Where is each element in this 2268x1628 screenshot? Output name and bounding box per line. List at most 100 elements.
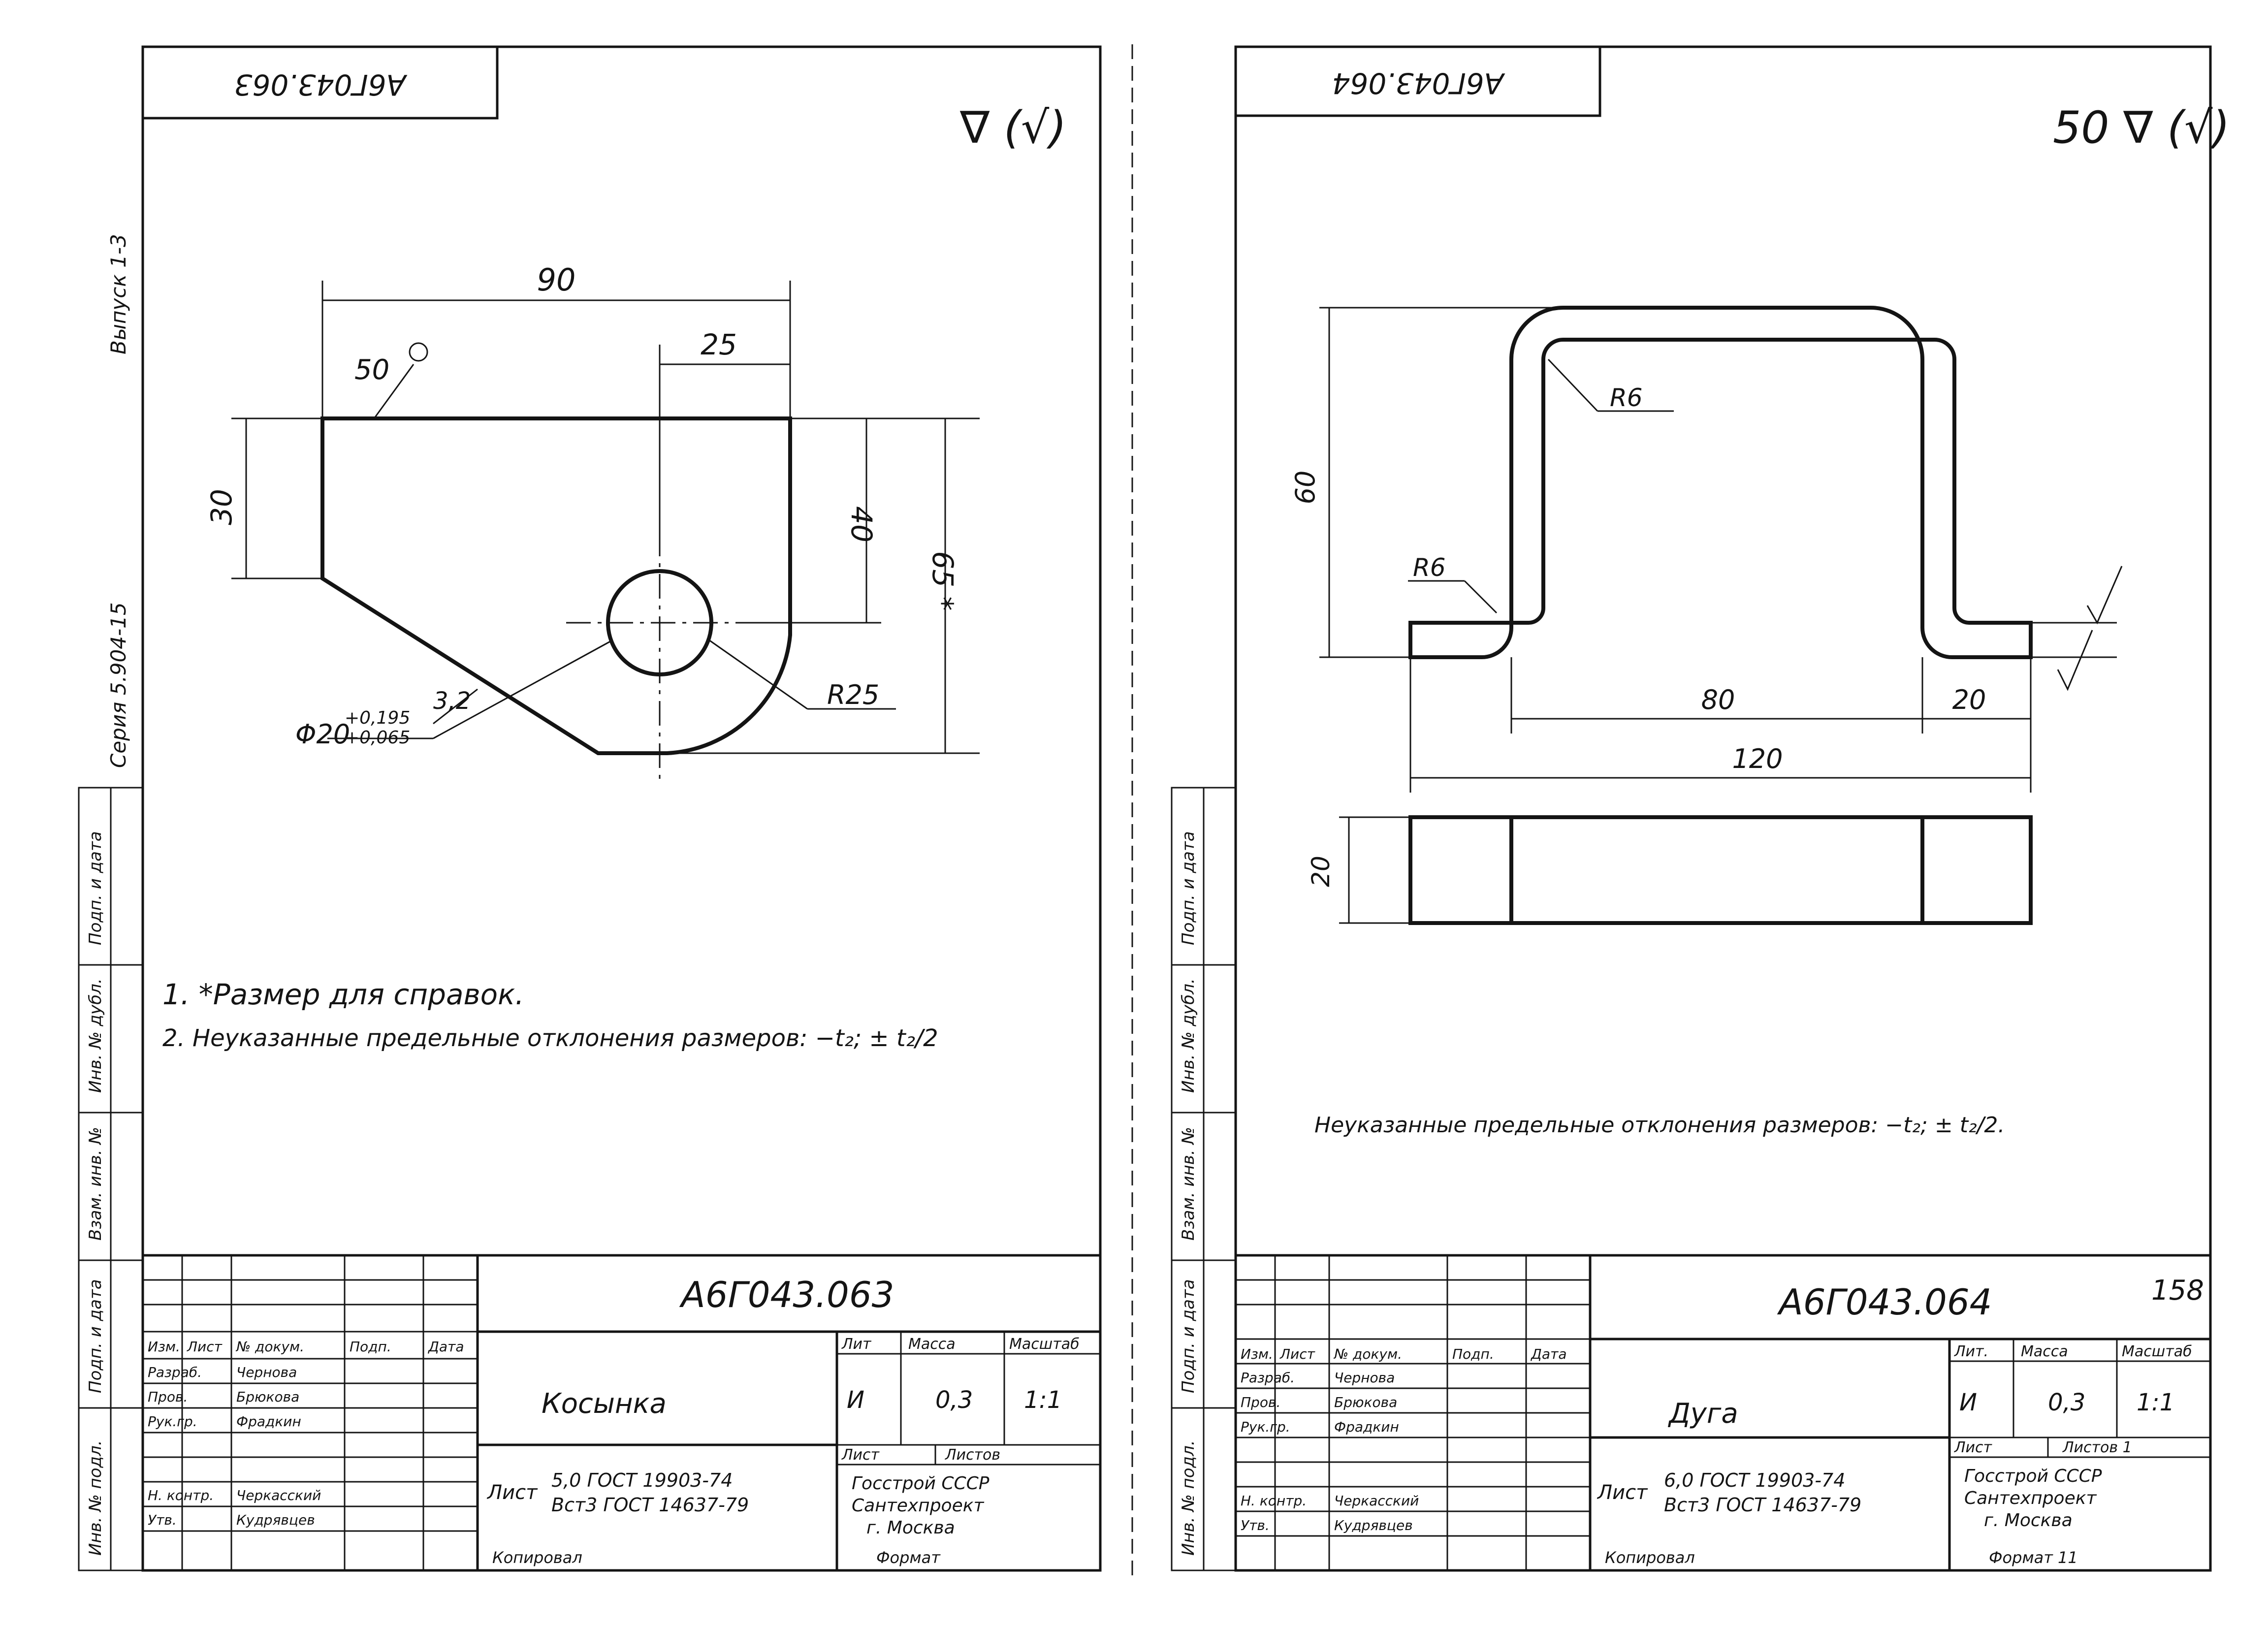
- left-tb-col-lit: Лит: [841, 1336, 872, 1353]
- right-tb-hdr-sign: Подп.: [1452, 1346, 1494, 1362]
- arc-part-plan: [1408, 815, 2033, 925]
- left-tb-role-1: Пров.: [148, 1389, 188, 1405]
- right-side-stamp: Подп. и дата Инв. № дубл. Взам. инв. № П…: [1171, 787, 1237, 1571]
- right-tb-copied: Копировал: [1605, 1548, 1695, 1567]
- left-side-issue: Выпуск 1-3: [106, 234, 130, 354]
- left-side-stamp-4: Инв. № подл.: [86, 1440, 105, 1556]
- left-tb-material-label: Лист: [486, 1481, 538, 1504]
- r6-top-text: R6: [1610, 383, 1643, 412]
- gusset-outline: [320, 416, 792, 755]
- hole-dia-tol-lower: +0,065: [345, 728, 410, 748]
- right-tb-name-0: Чернова: [1334, 1370, 1395, 1386]
- left-tb-org-1: Госстрой СССР: [852, 1473, 990, 1494]
- right-note: Неуказанные предельные отклонения размер…: [1314, 1113, 2005, 1138]
- left-tb-role-0: Разраб.: [148, 1364, 202, 1380]
- left-tb-material-2: Вст3 ГОСТ 14637-79: [551, 1494, 749, 1516]
- left-side-stamp-2: Взам. инв. №: [86, 1127, 105, 1241]
- right-tb-sheet: Лист: [1954, 1439, 1993, 1456]
- right-tb-org-2: Сантехпроект: [1964, 1488, 2097, 1508]
- right-tb-hdr-list: Лист: [1279, 1346, 1315, 1362]
- left-tb-hdr-sign: Подп.: [350, 1339, 391, 1355]
- surface-symbol-top: [2086, 566, 2123, 625]
- right-side-stamp-2: Взам. инв. №: [1179, 1127, 1198, 1241]
- right-tb-name-1: Брюкова: [1334, 1394, 1397, 1410]
- left-tb-material-1: 5,0 ГОСТ 19903-74: [551, 1469, 733, 1491]
- dim-25-text: 25: [701, 328, 737, 361]
- right-tb-hdr-izm: Изм.: [1241, 1346, 1273, 1362]
- left-tb-hdr-date: Дата: [427, 1339, 464, 1355]
- left-tb-name-1: Брюкова: [236, 1389, 299, 1405]
- right-tb-page-no: 158: [2151, 1275, 2204, 1307]
- right-roughness-mark: 50 ∇ (√): [2053, 102, 2230, 154]
- right-sheet: А6Г043.064 50 ∇ (√) Подп. и дата Инв. № …: [1171, 45, 2230, 1572]
- left-dimensions: 90 25 30 40 65 * 50 3,2: [205, 262, 980, 754]
- surface-symbol-bottom: [2057, 630, 2093, 691]
- chamfer-text: 3,2: [433, 687, 471, 715]
- right-side-stamp-0: Подп. и дата: [1179, 831, 1198, 945]
- left-tb-hdr-izm: Изм.: [148, 1339, 180, 1355]
- dim-90-text: 90: [537, 262, 576, 298]
- left-sheet: А6Г043.063 ∇ (√) Выпуск 1-3 Серия 5.904-…: [78, 45, 1102, 1572]
- left-tb-part-name: Косынка: [542, 1388, 667, 1420]
- left-title-block: Изм. Лист № докум. Подп. Дата Разраб. Пр…: [141, 1254, 1102, 1572]
- left-tb-col-mass: Масса: [908, 1336, 956, 1353]
- right-tb-sheets: Листов 1: [2062, 1439, 2132, 1456]
- left-tb-org-2: Сантехпроект: [852, 1496, 984, 1516]
- hole-dia-leader: [433, 639, 613, 739]
- radius-leader: [708, 639, 808, 710]
- left-note-2: 2. Неуказанные предельные отклонения раз…: [162, 1024, 938, 1052]
- right-side-stamp-3: Подп. и дата: [1179, 1279, 1198, 1393]
- left-top-stamp-box: [141, 45, 499, 120]
- r6-top-leader: [1547, 358, 1598, 412]
- radius-text: R25: [827, 679, 879, 710]
- dim-30-text: 30: [205, 489, 238, 525]
- dim-20-text: 20: [1952, 684, 1986, 715]
- surface-50-leader: [373, 364, 415, 419]
- left-tb-scale: 1:1: [1024, 1386, 1062, 1414]
- right-tb-hdr-doc: № докум.: [1333, 1346, 1402, 1362]
- right-tb-role-0: Разраб.: [1241, 1370, 1295, 1386]
- left-tb-role-4: Утв.: [148, 1512, 177, 1528]
- left-tb-role-2: Рук.гр.: [148, 1413, 197, 1430]
- right-sheet-frame: [1234, 45, 2212, 1572]
- hole-dia-text: Φ20: [295, 719, 350, 750]
- hole-dia-tol-upper: +0,195: [345, 708, 410, 728]
- r6-bottom-text: R6: [1413, 553, 1446, 582]
- right-top-stamp-code: А6Г043.064: [1332, 66, 1506, 100]
- arc-plan-outline: [1408, 815, 2033, 925]
- right-title-block: Изм. Лист № докум. Подп. Дата Разраб. Пр…: [1234, 1254, 2212, 1572]
- left-tb-role-3: Н. контр.: [148, 1487, 214, 1503]
- right-tb-org-1: Госстрой СССР: [1964, 1466, 2102, 1486]
- arc-part-front: [1408, 306, 2033, 659]
- dim-120-text: 120: [1732, 743, 1783, 774]
- left-tb-hdr-list: Лист: [187, 1339, 223, 1355]
- dim-40-text: 40: [845, 506, 878, 543]
- dim-65-text: 65 *: [926, 551, 959, 610]
- left-tb-name-4: Кудрявцев: [236, 1512, 315, 1528]
- left-side-stamp: Подп. и дата Инв. № дубл. Взам. инв. № П…: [78, 787, 144, 1571]
- left-side-series: Серия 5.904-15: [106, 602, 130, 768]
- left-tb-name-2: Фрадкин: [236, 1413, 301, 1430]
- right-tb-role-1: Пров.: [1241, 1394, 1280, 1410]
- surface-50-symbol: [409, 342, 428, 362]
- right-tb-name-4: Кудрявцев: [1334, 1517, 1413, 1533]
- arc-part-outline: [1408, 306, 2033, 659]
- left-tb-org-3: г. Москва: [866, 1518, 955, 1538]
- right-tb-designation: А6Г043.064: [1777, 1281, 1992, 1323]
- right-side-stamp-1: Инв. № дубл.: [1179, 978, 1198, 1093]
- dim-60-text: 60: [1290, 471, 1321, 505]
- left-side-stamp-1: Инв. № дубл.: [86, 978, 105, 1093]
- right-tb-lit: И: [1959, 1389, 1977, 1416]
- left-tb-hdr-doc: № докум.: [235, 1339, 304, 1355]
- left-side-stamp-0: Подп. и дата: [86, 831, 105, 945]
- right-tb-material-2: Вст3 ГОСТ 14637-79: [1664, 1494, 1861, 1516]
- right-tb-org-3: г. Москва: [1984, 1510, 2073, 1531]
- left-top-stamp-code: А6Г043.063: [234, 68, 408, 101]
- left-note-1: 1. *Размер для справок.: [162, 978, 524, 1011]
- left-tb-name-3: Черкасский: [236, 1487, 321, 1503]
- left-tb-name-0: Чернова: [236, 1364, 297, 1380]
- right-tb-name-2: Фрадкин: [1334, 1419, 1399, 1435]
- left-side-stamp-3: Подп. и дата: [86, 1279, 105, 1393]
- right-tb-material-label: Лист: [1597, 1481, 1648, 1504]
